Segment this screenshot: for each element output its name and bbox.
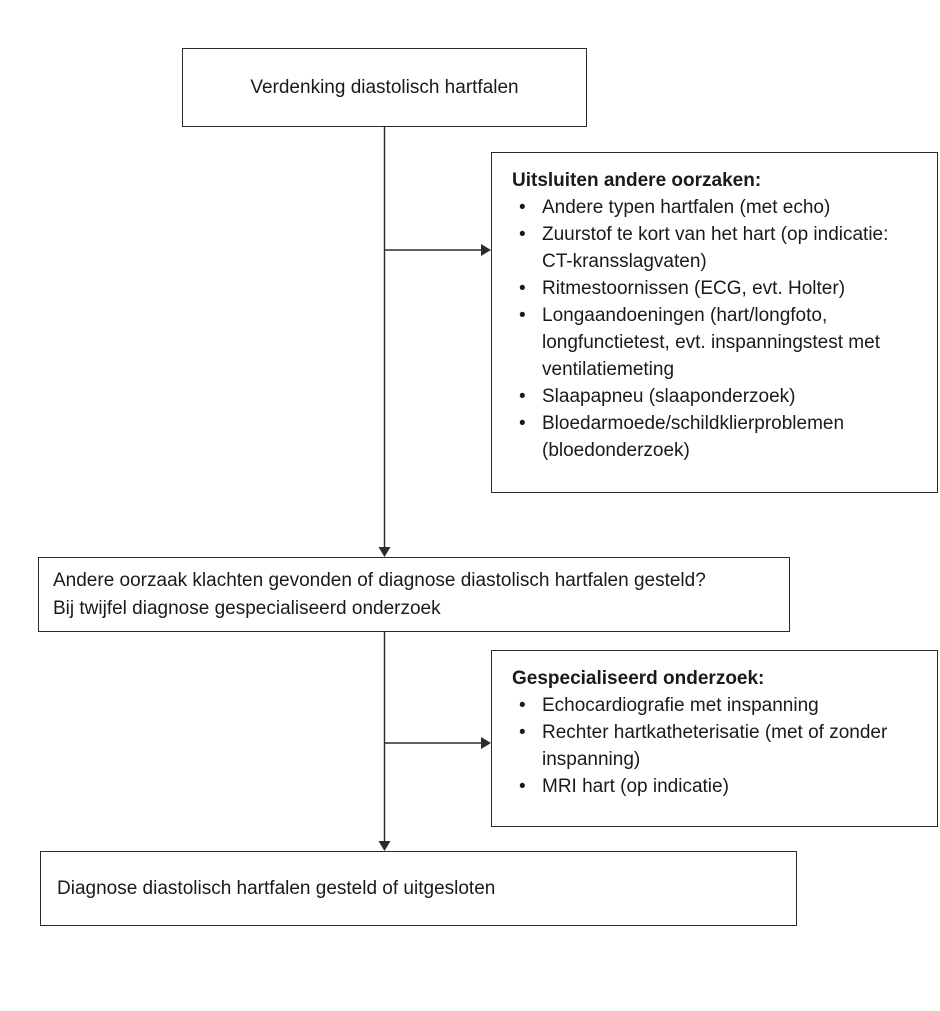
- decision-line-2: Bij twijfel diagnose gespecialiseerd ond…: [53, 597, 441, 619]
- exclude-causes-title: Uitsluiten andere oorzaken:: [512, 170, 762, 191]
- list-item: Rechter hartkatheterisatie (met of zonde…: [512, 719, 921, 773]
- specialized-list: Echocardiografie met inspanning Rechter …: [512, 692, 921, 800]
- list-item: Zuurstof te kort van het hart (op indica…: [512, 221, 921, 275]
- list-item: Ritmestoornissen (ECG, evt. Holter): [512, 275, 921, 302]
- flowchart-box-final: Diagnose diastolisch hartfalen gesteld o…: [40, 851, 797, 926]
- arrowhead-down-icon: [378, 841, 391, 851]
- start-box-text: Verdenking diastolisch hartfalen: [250, 76, 519, 98]
- list-item: Bloedarmoede/schildklierproblemen (bloed…: [512, 410, 921, 464]
- flowchart-box-specialized: Gespecialiseerd onderzoek: Echocardiogra…: [491, 650, 938, 827]
- exclude-causes-list: Andere typen hartfalen (met echo) Zuurst…: [512, 194, 921, 464]
- list-item: MRI hart (op indicatie): [512, 773, 921, 800]
- flowchart-box-decision: Andere oorzaak klachten gevonden of diag…: [38, 557, 790, 632]
- decision-line-1: Andere oorzaak klachten gevonden of diag…: [53, 569, 706, 591]
- list-item: Echocardiografie met inspanning: [512, 692, 921, 719]
- final-box-text: Diagnose diastolisch hartfalen gesteld o…: [57, 877, 496, 899]
- list-item: Andere typen hartfalen (met echo): [512, 194, 921, 221]
- arrowhead-right-icon: [481, 737, 491, 749]
- flowchart-box-exclude-causes: Uitsluiten andere oorzaken: Andere typen…: [491, 152, 938, 493]
- specialized-title: Gespecialiseerd onderzoek:: [512, 668, 765, 689]
- flowchart-box-start: Verdenking diastolisch hartfalen: [182, 48, 587, 127]
- list-item: Slaapapneu (slaaponderzoek): [512, 383, 921, 410]
- list-item: Longaandoeningen (hart/longfoto, longfun…: [512, 302, 921, 383]
- arrowhead-down-icon: [378, 547, 391, 557]
- arrowhead-right-icon: [481, 244, 491, 256]
